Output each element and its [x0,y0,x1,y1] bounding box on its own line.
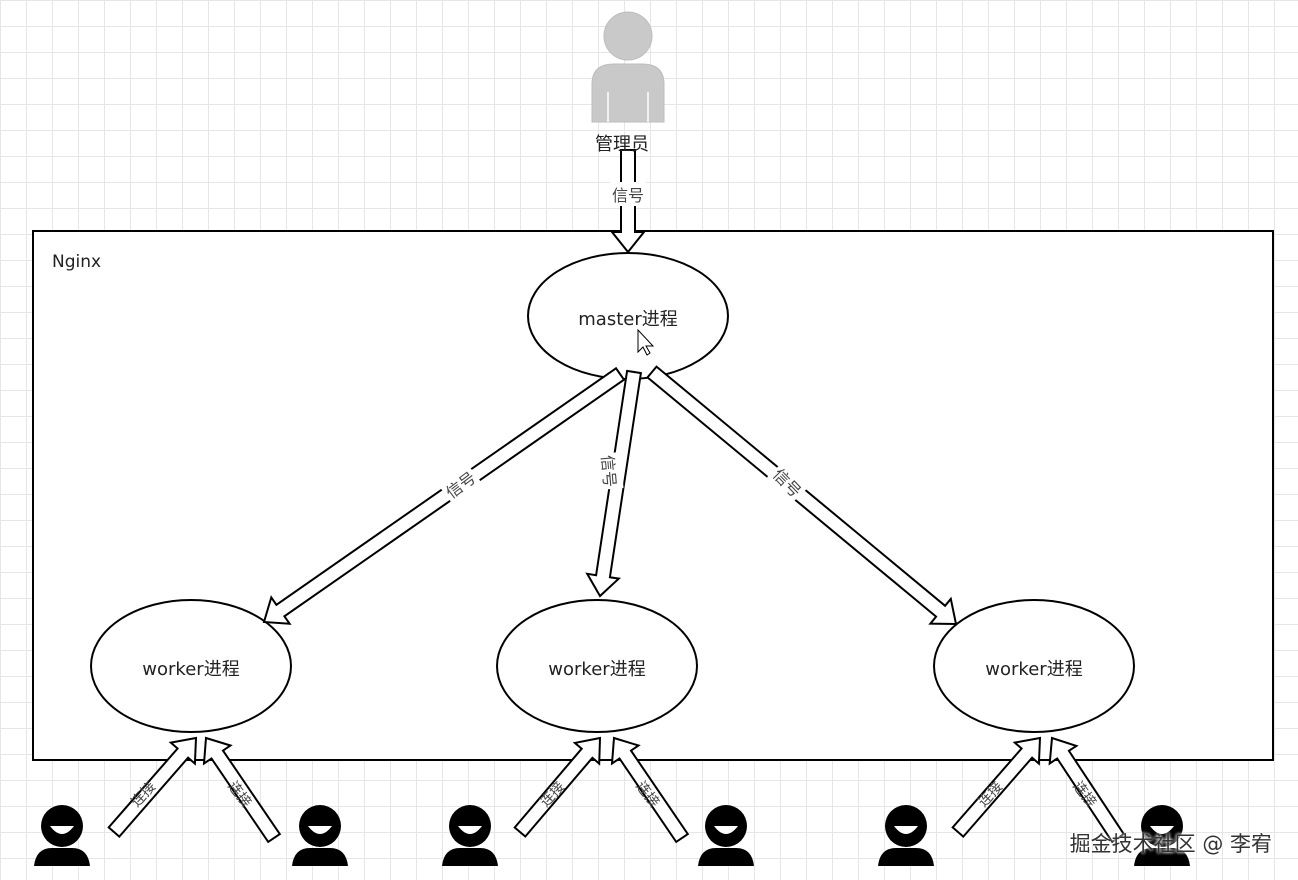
admin-edge-label: 信号 [609,182,647,206]
worker-node-2-label: worker进程 [548,659,646,680]
worker-node-3-label: worker进程 [985,659,1083,680]
client-2-to-worker-1-arrow [202,736,282,844]
client-5-to-worker-3-arrow [951,736,1042,839]
client-user-icon-3 [442,805,498,866]
nginx-container-label: Nginx [52,252,102,272]
master-to-worker-3-arrow [646,365,958,626]
client-1-to-worker-1-arrow [107,736,198,839]
client-user-icon-1 [34,805,90,866]
admin-label: 管理员 [595,134,649,155]
client-icons [34,805,1190,866]
client-4-to-worker-2-arrow [610,736,690,844]
cursor-icon [637,328,655,356]
client-3-to-worker-2-arrow [513,736,602,838]
client-user-icon-2 [292,805,348,866]
watermark: 掘金技术社区 @ 李宥 [1069,832,1272,856]
master-to-worker-1-arrow [262,366,626,625]
admin-user-icon [591,11,665,123]
worker-node-1[interactable] [90,599,292,733]
client-user-icon-6 [1134,805,1190,866]
master-node-label: master进程 [578,309,678,330]
client-user-icon-4 [698,805,754,866]
worker-node-2[interactable] [496,599,698,733]
client-6-to-worker-3-arrow [1048,736,1126,844]
master-edge-label-2: 信号 [596,452,624,490]
client-user-icon-5 [878,805,934,866]
worker-node-1-label: worker进程 [142,659,240,680]
worker-node-3[interactable] [933,599,1135,733]
